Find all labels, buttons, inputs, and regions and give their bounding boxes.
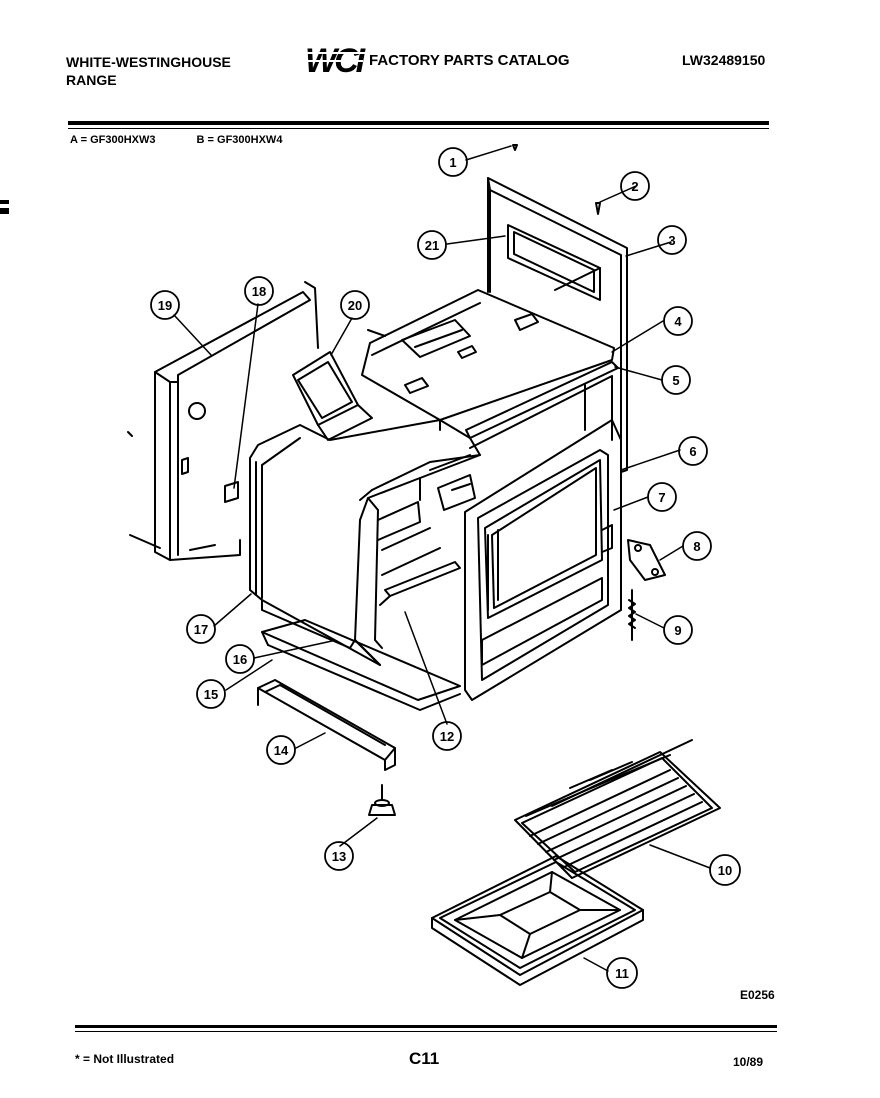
callout-label: 14	[274, 743, 289, 758]
callout-circle	[663, 615, 693, 645]
callout-circle	[417, 230, 447, 260]
footer-rule-thin	[75, 1031, 777, 1032]
broiler-pan	[431, 855, 644, 986]
callout-circle	[432, 721, 462, 751]
callout-label: 13	[332, 849, 346, 864]
screw	[595, 202, 601, 215]
hidden-part-mark	[127, 431, 133, 437]
not-illustrated-note: * = Not Illustrated	[75, 1052, 175, 1066]
logo-text: WCI	[305, 42, 367, 77]
callout-label: 4	[674, 314, 682, 329]
oven-liner	[249, 419, 481, 666]
brand-line-1: WHITE-WESTINGHOUSE	[66, 54, 231, 70]
callout-circle	[324, 841, 354, 871]
catalog-title: FACTORY PARTS CATALOG	[369, 52, 570, 69]
callout-circle	[661, 365, 691, 395]
wci-logo: WCI	[305, 42, 367, 77]
kick-panel	[257, 679, 396, 771]
callout-circle	[266, 735, 296, 765]
page-number: C11	[409, 1049, 440, 1068]
callout-circle	[620, 171, 650, 201]
callout-label: 18	[252, 284, 266, 299]
document-number: LW32489150	[682, 52, 766, 68]
callout-circle	[150, 290, 180, 320]
model-b: B = GF300HXW4	[196, 134, 283, 146]
callout-circle	[340, 290, 370, 320]
callout-circle	[647, 482, 677, 512]
callout-label: 8	[693, 539, 700, 554]
callout-circle	[606, 957, 638, 989]
callout-label: 16	[233, 652, 247, 667]
callout-circle	[438, 147, 468, 177]
brand-line-2: RANGE	[66, 72, 117, 88]
callout-label: 7	[658, 490, 665, 505]
oven-rack	[514, 739, 721, 879]
callout-circle	[678, 436, 708, 466]
hinge-spring	[628, 589, 636, 641]
support-rail-lower	[469, 375, 613, 449]
callout-label: 1	[449, 155, 456, 170]
bake-element	[379, 561, 461, 606]
callout-label: 3	[668, 233, 675, 248]
date-code: 10/89	[733, 1055, 764, 1069]
flue-duct	[292, 281, 373, 441]
callout-circle	[657, 225, 687, 255]
scan-edge-mark	[0, 208, 9, 214]
callout-circle	[225, 644, 255, 674]
callout-circle	[196, 679, 226, 709]
callout-label: 2	[631, 179, 638, 194]
callout-label: 15	[204, 687, 218, 702]
top-panel	[361, 289, 615, 431]
model-a: A = GF300HXW3	[70, 134, 156, 146]
model-legend: A = GF300HXW3 B = GF300HXW4	[70, 134, 320, 146]
leveling-leg	[368, 784, 396, 816]
leader-lines	[173, 145, 711, 972]
oven-door-frame	[464, 419, 622, 701]
callout-label: 6	[689, 444, 696, 459]
support-rail	[465, 361, 619, 439]
callout-circle	[682, 531, 712, 561]
callout-label: 5	[672, 373, 679, 388]
callout-circle	[709, 854, 741, 886]
callout-label: 19	[158, 298, 172, 313]
scan-edge-mark	[0, 200, 9, 204]
callout-circle	[244, 276, 274, 306]
header-rule-thin	[68, 128, 769, 129]
callout-label: 17	[194, 622, 208, 637]
callout-label: 9	[674, 623, 681, 638]
screw	[512, 144, 518, 151]
callout-label: 20	[348, 298, 362, 313]
callout-label: 11	[615, 966, 629, 981]
callout-label: 21	[425, 238, 439, 253]
left-side-panel	[129, 291, 311, 561]
image-code: E0256	[740, 988, 775, 1002]
header-rule-thick	[68, 121, 769, 125]
footer-rule-thick	[75, 1025, 777, 1028]
callout-circle	[186, 614, 216, 644]
brand-name: WHITE-WESTINGHOUSE RANGE	[66, 53, 231, 89]
door-hinge	[627, 539, 666, 581]
oven-bottom	[261, 619, 461, 711]
callout-circle	[663, 306, 693, 336]
callout-label: 10	[718, 863, 732, 878]
callout-label: 12	[440, 729, 454, 744]
